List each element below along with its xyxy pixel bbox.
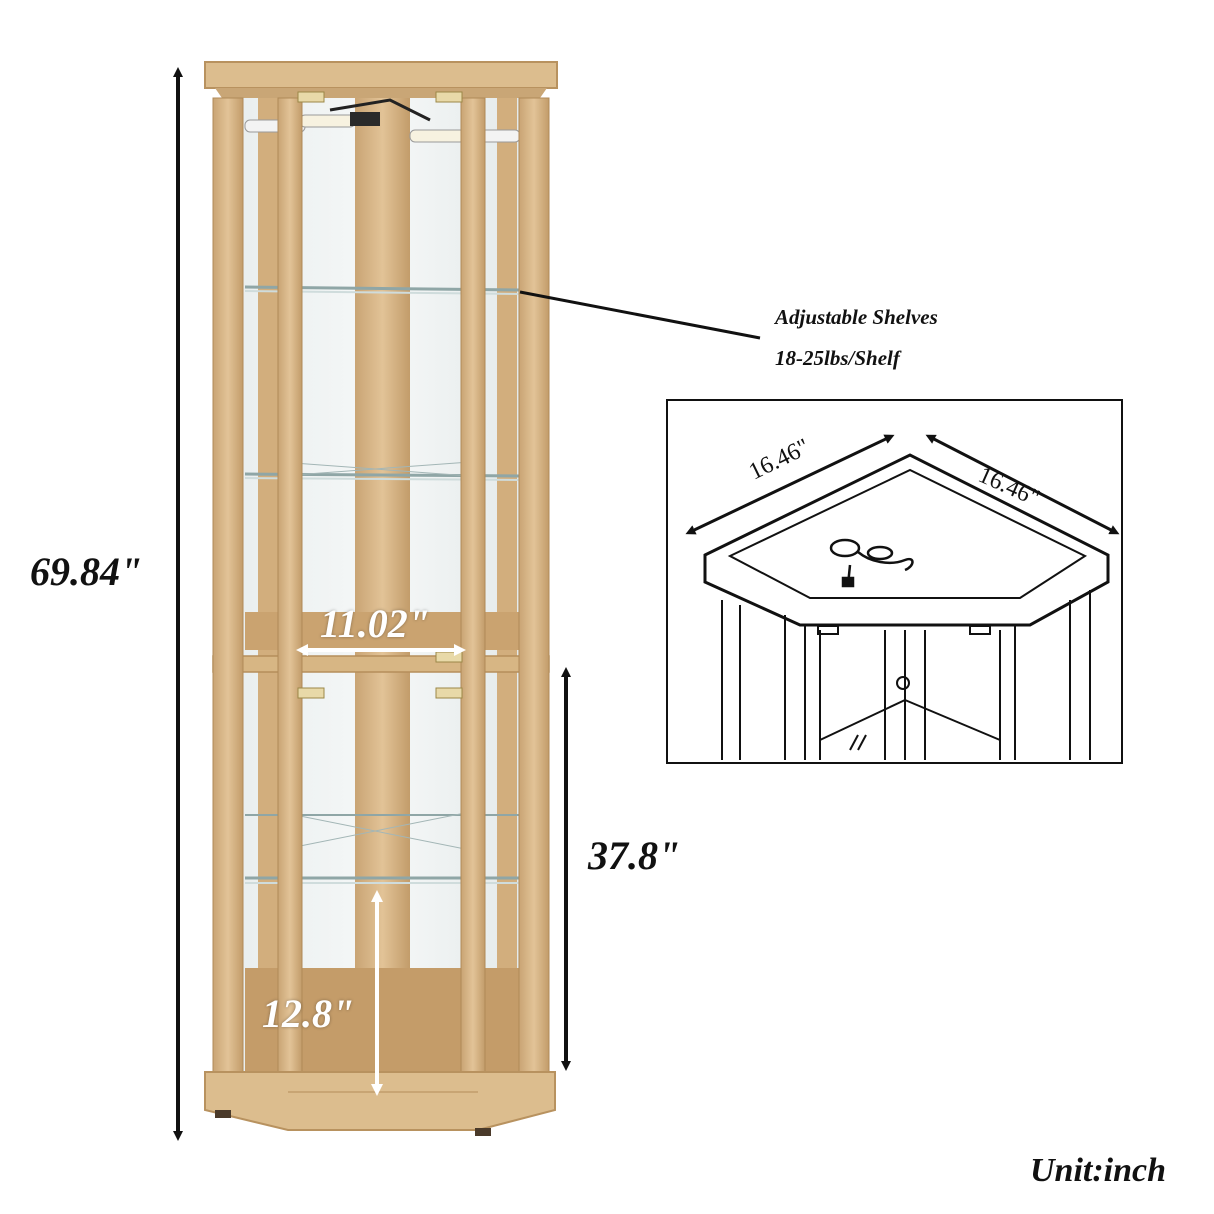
top-side-right-arrow [925,434,1120,535]
lower-height-label: 37.8" [588,833,681,878]
cabinet-top-trim [215,88,547,98]
back-post-left [258,98,278,658]
upper-floor [245,612,520,650]
top-side-left-arrow [685,434,895,535]
inner-width-label: 11.02" [320,601,430,646]
inset-frame [721,590,1091,760]
shelf-gap-label: 12.8" [262,991,355,1036]
unit-note: Unit:inch [1030,1152,1167,1189]
back-post-center [355,98,410,658]
corner-curio-cabinet [204,61,558,1136]
middle-divider-band [212,655,550,673]
callout-title: Adjustable Shelves [775,305,938,329]
callout-leader-line [519,290,761,340]
front-pillar-right-outer [518,97,550,1099]
cabinet-top-crown [204,61,558,89]
callout-capacity: 18-25lbs/Shelf [775,346,900,370]
front-pillar-left-inner [277,97,303,1079]
top-view-inset [666,399,1123,764]
back-post-right [497,98,517,658]
front-pillar-right-inner [460,97,486,1079]
cabinet-foot-left [215,1110,231,1118]
power-cord-icon [829,538,914,588]
front-pillar-left-outer [212,97,244,1099]
cabinet-foot-right [475,1128,491,1136]
cabinet-base [204,1071,556,1131]
total-height-label: 69.84" [30,549,143,594]
